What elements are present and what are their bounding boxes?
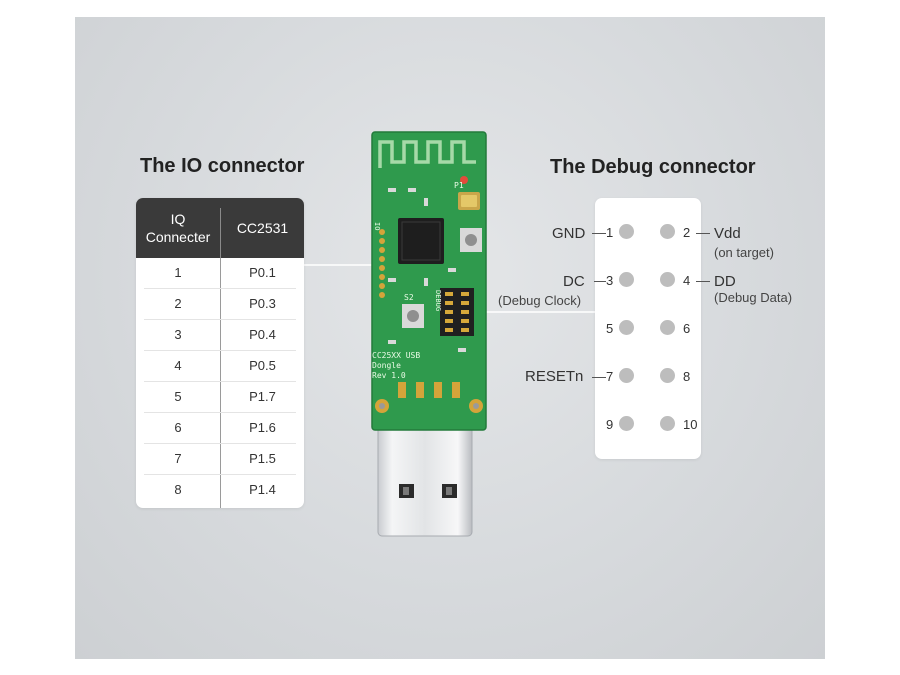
dc-tick [594, 281, 606, 282]
pin-6-dot [660, 320, 675, 335]
board-label-model: CC25XX USB [372, 351, 420, 360]
table-row: 7 P1.5 [144, 444, 296, 475]
column-divider [220, 258, 221, 508]
table-row: 4 P0.5 [144, 351, 296, 382]
pin-number: 6 [174, 420, 182, 435]
pin-7-dot [619, 368, 634, 383]
pin-4-label: 4 [683, 273, 691, 288]
port-name: P1.6 [249, 420, 276, 435]
port-name: P0.1 [249, 265, 276, 280]
pin-10-label: 10 [683, 417, 698, 432]
debug-header [440, 288, 474, 336]
board-label-p1: P1 [454, 181, 464, 190]
pin-2-dot [660, 224, 675, 239]
vdd-note: (on target) [714, 245, 774, 260]
pin-8-dot [660, 368, 675, 383]
smd-components [388, 188, 466, 352]
pin-10-dot [660, 416, 675, 431]
pin-9-label: 9 [606, 417, 614, 432]
reset-tick [592, 377, 606, 378]
table-row: 2 P0.3 [144, 289, 296, 320]
antenna-trace [378, 140, 476, 168]
pin-3-dot [619, 272, 634, 287]
pin-1-label: 1 [606, 225, 614, 240]
header-iq-connecter: IQ Connecter [136, 198, 220, 258]
pin-number: 4 [174, 358, 182, 373]
board-label-s2: S2 [404, 293, 414, 302]
pin-9-dot [619, 416, 634, 431]
pin-7-label: 7 [606, 369, 614, 384]
pin-number: 2 [174, 296, 182, 311]
reset-label: RESETn [525, 368, 584, 385]
pin-number: 8 [174, 482, 182, 497]
board-label-debug: DEBUG [434, 290, 442, 311]
table-row: 5 P1.7 [144, 382, 296, 413]
pin-8-label: 8 [683, 369, 691, 384]
usb-dongle-illustration: CC25XX USB Dongle Rev 1.0 S2 P1 DEBUG IO [371, 131, 487, 537]
pin-5-dot [619, 320, 634, 335]
pin-3-label: 3 [606, 273, 614, 288]
pcb-board [372, 132, 486, 430]
port-name: P1.7 [249, 389, 276, 404]
io-connector-title: The IO connector [140, 155, 305, 177]
port-name: P1.5 [249, 451, 276, 466]
header-divider [220, 208, 221, 258]
table-row: 1 P0.1 [144, 258, 296, 289]
header-cc2531: CC2531 [236, 220, 289, 236]
led [460, 176, 468, 184]
dc-label: DC [563, 273, 585, 290]
table-row: 3 P0.4 [144, 320, 296, 351]
port-name: P1.4 [249, 482, 276, 497]
pin-4-dot [660, 272, 675, 287]
vdd-label: Vdd [714, 225, 741, 242]
pin-2-label: 2 [683, 225, 691, 240]
port-name: P0.5 [249, 358, 276, 373]
vdd-tick [696, 233, 710, 234]
port-name: P0.3 [249, 296, 276, 311]
pin-number: 1 [174, 265, 182, 280]
pin-6-label: 6 [683, 321, 691, 336]
pin-number: 5 [174, 389, 182, 404]
pin-number: 3 [174, 327, 182, 342]
board-label-io: IO [373, 222, 381, 230]
board-label-rev: Rev 1.0 [372, 371, 406, 380]
header-iq-connecter-label: IQ Connecter [145, 211, 211, 245]
pin-number: 7 [174, 451, 182, 466]
io-pads [379, 229, 385, 298]
cc2531-chip [398, 218, 444, 264]
table-header: IQ Connecter CC2531 [136, 198, 304, 258]
debug-connector-title: The Debug connector [550, 156, 756, 178]
port-name: P0.4 [249, 327, 276, 342]
table-row: 6 P1.6 [144, 413, 296, 444]
pin-1-dot [619, 224, 634, 239]
board-label-dongle: Dongle [372, 361, 401, 370]
dd-tick [696, 281, 710, 282]
table-row: 8 P1.4 [144, 475, 296, 505]
dd-note: (Debug Data) [714, 290, 793, 305]
dd-label: DD [714, 273, 736, 290]
debug-connector-box: 1 2 3 4 5 6 7 8 9 10 [595, 198, 701, 459]
gnd-label: GND [552, 225, 586, 242]
usb-contact-pads [398, 382, 460, 398]
pin-5-label: 5 [606, 321, 614, 336]
dc-note: (Debug Clock) [498, 293, 582, 308]
gnd-tick [592, 233, 606, 234]
